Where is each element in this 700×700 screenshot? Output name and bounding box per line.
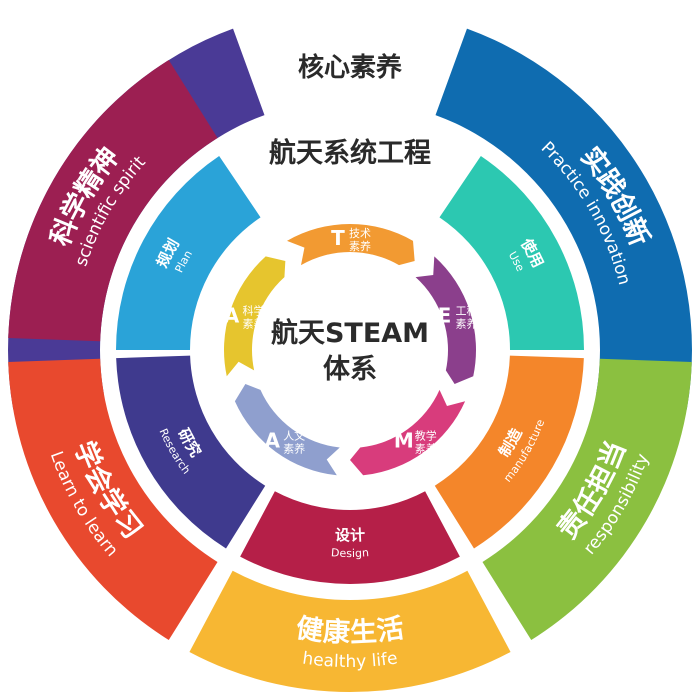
middle-segment-title-path: 设计 [335, 526, 366, 545]
center-label: 航天STEAM 体系 [271, 317, 429, 385]
middle-segment-subtitle-path: Design [331, 546, 370, 560]
outer-segment-shape [8, 358, 218, 641]
steam-label-line1: 科学 [243, 303, 265, 317]
steam-letter: T [331, 226, 345, 250]
steam-label-line2: 素养 [243, 316, 265, 330]
steam-label-line2: 素养 [415, 442, 437, 456]
steam-label-line1: 工程 [456, 304, 478, 317]
outer-segment-shape [435, 28, 692, 410]
core-title: 核心素养 [298, 52, 402, 83]
steam-blade-shape [287, 223, 415, 266]
outer-segment-subtitle-path: healthy life [301, 648, 399, 672]
steam-letter: A [264, 429, 280, 453]
steam-label-line1: 教学 [415, 429, 437, 443]
middle-segment-shape [434, 355, 584, 549]
outer-segment-shape [189, 570, 511, 693]
center-line1: 航天STEAM [271, 317, 429, 349]
middle-segment-subtitle: Design [331, 546, 370, 560]
middle-segment-title: 设计 [335, 526, 366, 545]
middle-segment-shape [240, 491, 460, 585]
center-line2: 体系 [323, 354, 377, 385]
steam-blade-shape [234, 383, 340, 476]
middle-segment-shape [439, 156, 584, 350]
middle-segment-shape [116, 156, 261, 350]
outer-segment-shape [8, 59, 218, 342]
steam-label-line2: 素养 [283, 442, 305, 456]
steam-label-line1: 技术 [349, 227, 371, 240]
steam-letter: A [224, 303, 240, 327]
middle-segment-shape [116, 355, 266, 549]
steam-letter: M [394, 429, 414, 453]
steam-letter: E [438, 303, 452, 327]
steam-label-line2: 素养 [349, 239, 371, 253]
steam-label-line2: 素养 [456, 316, 478, 330]
titles: 核心素养 航天系统工程 [269, 52, 431, 169]
outer-ring: 人文底蕴Cultural heritage实践创新Practice innova… [8, 28, 692, 693]
steam-blade-shape [415, 256, 477, 384]
outer-segment-shape [482, 358, 692, 641]
steam-blade-shape [223, 256, 286, 377]
steam-label-line1: 人文 [283, 429, 305, 443]
system-title: 航天系统工程 [269, 137, 431, 169]
outer-segment-subtitle: healthy life [301, 648, 399, 672]
steam-blade-shape [350, 389, 466, 476]
